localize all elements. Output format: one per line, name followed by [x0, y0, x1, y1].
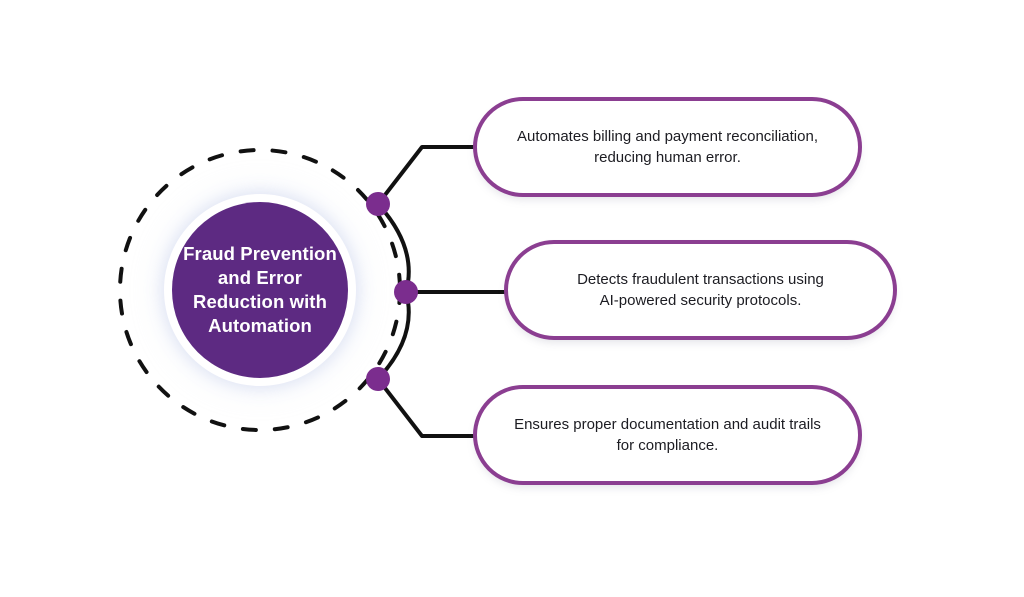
branch-card-3: Ensures proper documentation and audit t…	[473, 385, 862, 485]
junction-dot-3	[366, 367, 390, 391]
center-node-label: Fraud Prevention and Error Reduction wit…	[183, 242, 337, 337]
junction-dot-1	[366, 192, 390, 216]
branch-card-1-text: Automates billing and payment reconcilia…	[516, 127, 818, 166]
branch-card-3-text: Ensures proper documentation and audit t…	[514, 415, 821, 454]
branch-card-1: Automates billing and payment reconcilia…	[473, 97, 862, 197]
center-node: Fraud Prevention and Error Reduction wit…	[172, 202, 348, 378]
branch-connector-3	[376, 377, 479, 438]
branch-card-2: Detects fraudulent transactions using AI…	[504, 240, 897, 340]
spine-arc	[376, 202, 411, 381]
branch-card-2-text: Detects fraudulent transactions using AI…	[577, 270, 824, 309]
junction-dot-2	[394, 280, 418, 304]
branch-connector-1	[376, 145, 479, 206]
